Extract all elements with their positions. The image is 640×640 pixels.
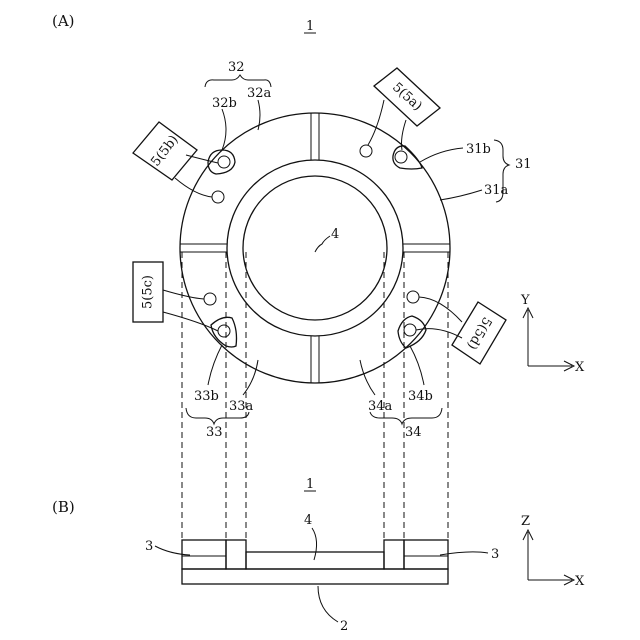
leader-31a bbox=[440, 190, 482, 200]
leader-4 bbox=[315, 236, 330, 252]
hole-32 bbox=[212, 191, 224, 203]
box-5b: 5(5b) bbox=[133, 122, 218, 197]
hole-33 bbox=[204, 293, 216, 305]
panel-a: (A) 1 bbox=[52, 12, 585, 440]
base-plate bbox=[182, 569, 448, 584]
leader-3-left bbox=[155, 546, 190, 555]
axes-b: Z X bbox=[521, 514, 585, 589]
segment-block-right-inner bbox=[384, 540, 404, 569]
box-5c-label: 5(5c) bbox=[141, 275, 156, 309]
leader-34a bbox=[360, 360, 375, 395]
ref-3-left: 3 bbox=[145, 539, 153, 554]
axes-a: Y X bbox=[520, 293, 585, 375]
panel-b-label: (B) bbox=[52, 498, 75, 516]
leader-4-b bbox=[312, 528, 317, 560]
device-ref-b: 1 bbox=[306, 477, 314, 492]
ref-4: 4 bbox=[331, 227, 339, 242]
ref-33b: 33b bbox=[194, 389, 219, 404]
ref-34b: 34b bbox=[408, 389, 433, 404]
leader-3-right bbox=[440, 552, 488, 555]
ref-32b: 32b bbox=[212, 96, 237, 111]
box-5b-label: 5(5b) bbox=[148, 133, 181, 170]
hole-34 bbox=[407, 291, 419, 303]
box-5d-label: 5(5d) bbox=[464, 314, 494, 352]
ref-4-b: 4 bbox=[304, 513, 312, 528]
axis-b-x-label: X bbox=[575, 574, 585, 589]
ref-31: 31 bbox=[515, 157, 532, 172]
ref-3-right: 3 bbox=[491, 547, 499, 562]
ref-31a: 31a bbox=[484, 183, 509, 198]
box-5d: 5(5d) bbox=[416, 297, 506, 364]
inner-ring bbox=[227, 160, 403, 336]
ref-34a: 34a bbox=[368, 399, 393, 414]
leader-31b bbox=[420, 148, 463, 162]
panel-b: (B) 1 3 3 4 2 Z X bbox=[52, 477, 585, 634]
ref-32a: 32a bbox=[247, 86, 272, 101]
ref-33: 33 bbox=[206, 425, 223, 440]
sensor-34b bbox=[398, 316, 426, 348]
axis-b-z-label: Z bbox=[521, 514, 530, 529]
hole-31 bbox=[360, 145, 372, 157]
segment-block-left-inner bbox=[226, 540, 246, 569]
panel-a-label: (A) bbox=[52, 12, 75, 30]
axis-a-x-label: X bbox=[575, 360, 585, 375]
ref-33a: 33a bbox=[229, 399, 254, 414]
ref-2: 2 bbox=[340, 619, 348, 634]
leader-32b bbox=[222, 109, 226, 150]
ref-32: 32 bbox=[228, 60, 245, 75]
sensor-33b bbox=[211, 317, 237, 347]
box-5a: 5(5a) bbox=[368, 68, 440, 150]
device-ref-a: 1 bbox=[306, 19, 314, 34]
leader-34b bbox=[410, 346, 424, 385]
box-5a-label: 5(5a) bbox=[389, 80, 425, 114]
leader-33b bbox=[208, 345, 222, 385]
ref-31b: 31b bbox=[466, 142, 491, 157]
central-bore bbox=[243, 176, 387, 320]
axis-a-y-label: Y bbox=[520, 293, 530, 308]
leader-33a bbox=[243, 360, 258, 395]
leader-2 bbox=[318, 586, 338, 622]
box-5c: 5(5c) bbox=[133, 262, 218, 331]
ref-34: 34 bbox=[405, 425, 422, 440]
